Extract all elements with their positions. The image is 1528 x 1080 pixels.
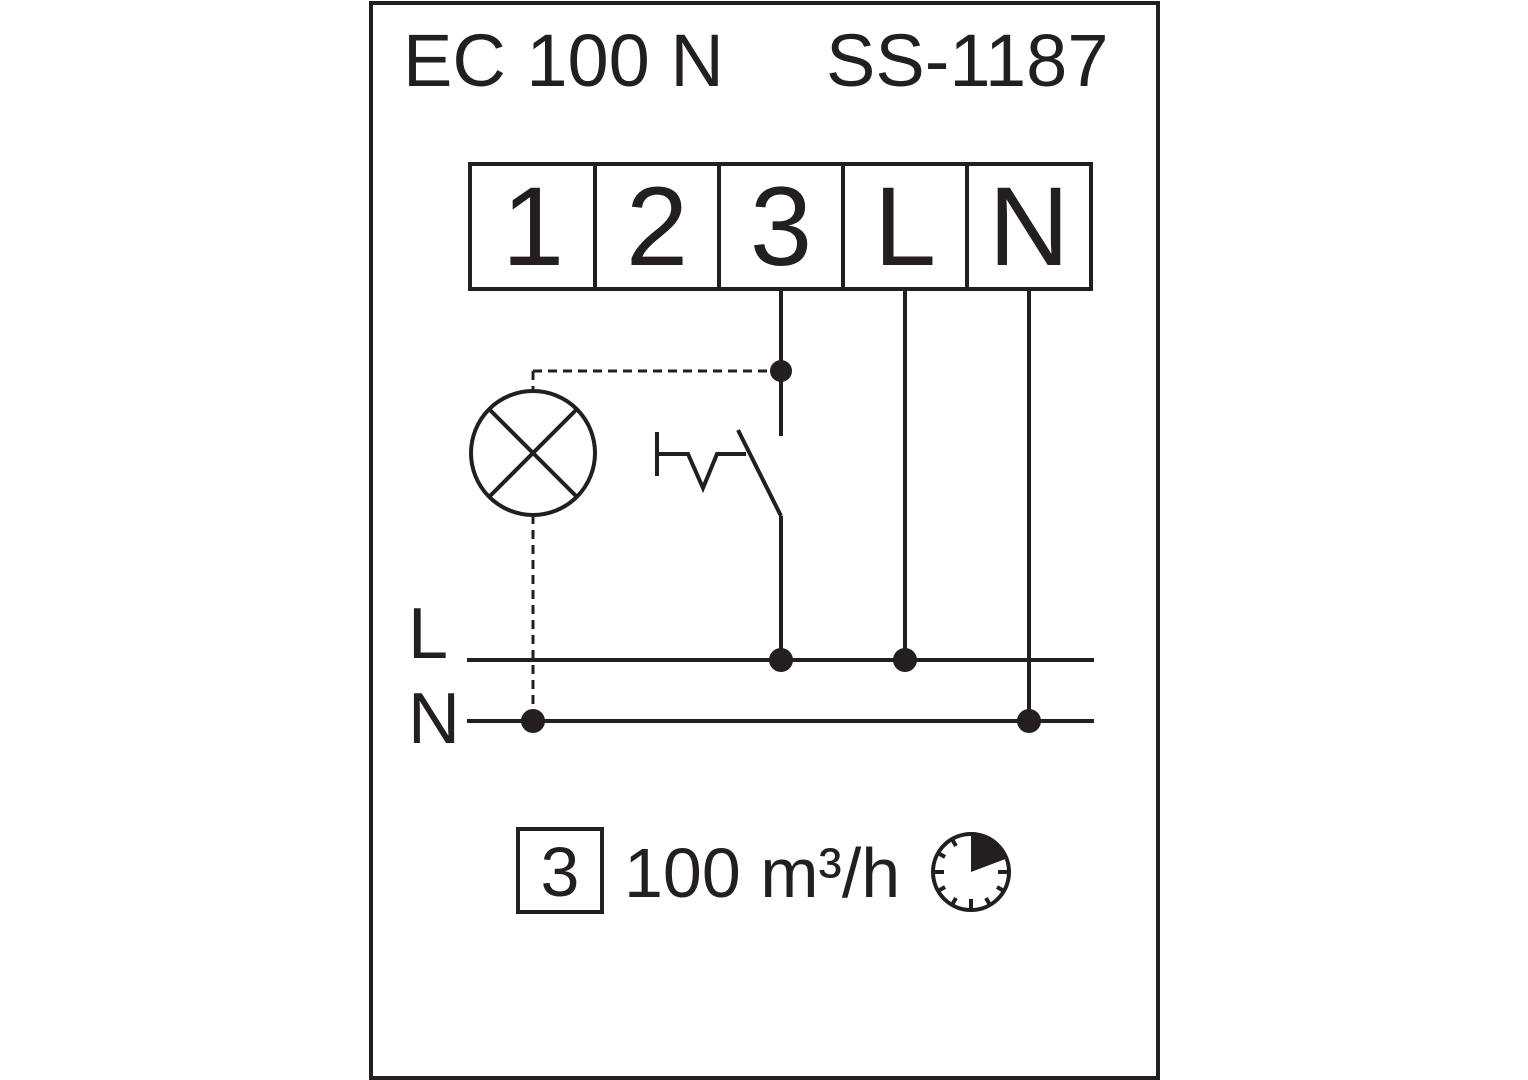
lamp-icon	[469, 389, 597, 517]
model-name: EC 100 N	[403, 19, 724, 102]
live-label: L	[408, 594, 448, 674]
clock-tick	[984, 896, 992, 906]
timer-clock-icon	[931, 832, 1011, 912]
speed-box	[516, 827, 604, 914]
wires	[467, 289, 1094, 733]
neutral-label: N	[408, 679, 460, 759]
switch-icon	[655, 429, 783, 517]
clock-tick	[937, 851, 947, 859]
terminal-3: 3	[750, 164, 812, 289]
terminal-1: 1	[502, 164, 564, 289]
clock-tick	[937, 885, 947, 893]
clock-tick	[995, 885, 1005, 893]
model-code: SS-1187	[826, 19, 1109, 102]
flow-rate: 100 m³/h	[624, 834, 900, 912]
terminal-2: 2	[626, 164, 688, 289]
clock-tick	[950, 896, 958, 906]
terminal-n: N	[989, 164, 1070, 289]
clock-tick	[950, 838, 958, 848]
diagram-frame	[369, 1, 1160, 1080]
terminal-l: L	[874, 164, 936, 289]
terminal-block: 1 2 3 L N	[468, 162, 1093, 291]
speed-setting: 3	[541, 833, 580, 911]
